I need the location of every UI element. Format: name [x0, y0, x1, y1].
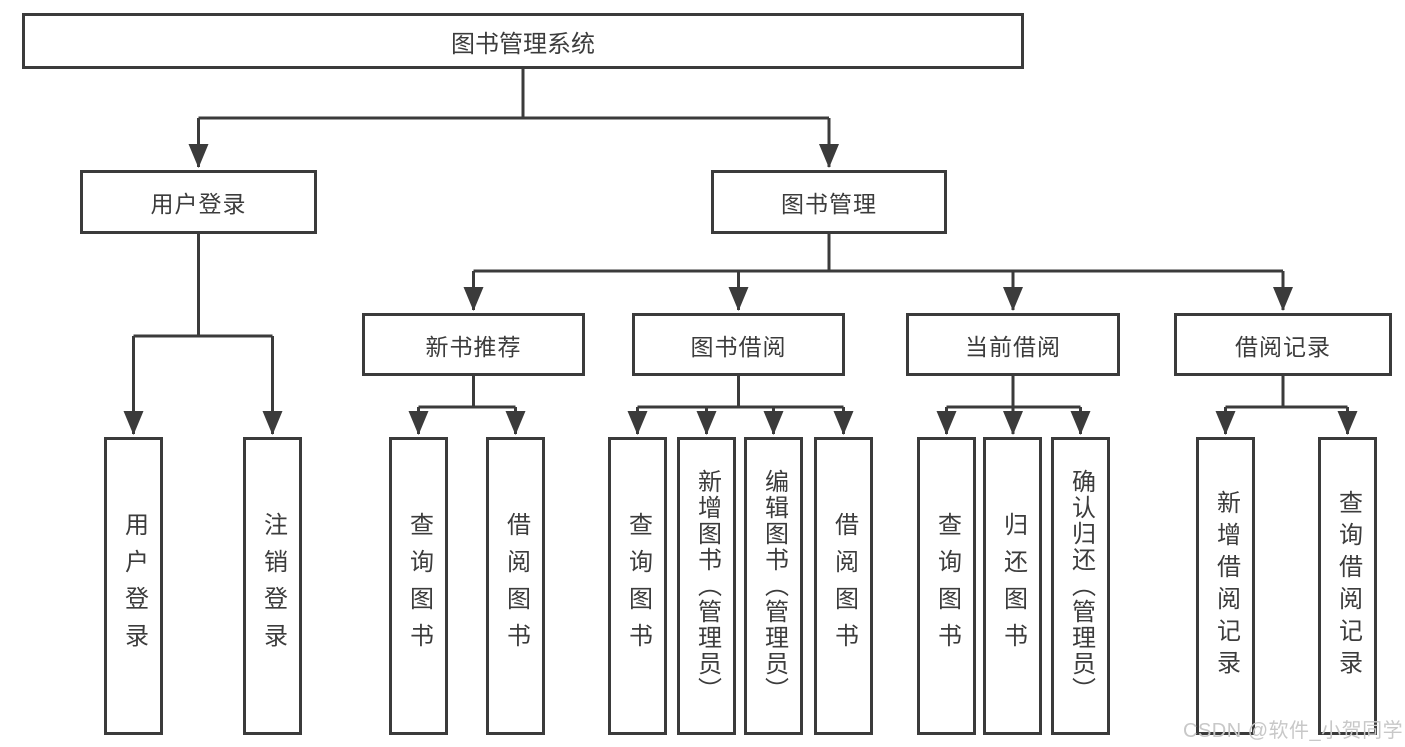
node-book-borrowing: 图书借阅 [632, 313, 845, 376]
leaf-edit-book-admin: 编辑图书（管理员） [744, 437, 803, 735]
node-label: 新书推荐 [425, 333, 522, 360]
node-current-borrowing: 当前借阅 [906, 313, 1120, 376]
node-user-login: 用户登录 [80, 170, 317, 234]
node-label: 借阅记录 [1235, 333, 1331, 360]
csdn-watermark: CSDN @软件_小贺同学 [1183, 720, 1404, 742]
leaf-logout: 注销登录 [243, 437, 302, 735]
leaf-borrow-books-borrowing: 借阅图书 [814, 437, 873, 735]
node-library-management-system: 图书管理系统 [22, 13, 1024, 69]
node-label: 查询图书 [624, 512, 652, 660]
leaf-add-book-admin: 新增图书（管理员） [677, 437, 736, 735]
edge-current-borrowing-children [936, 376, 1091, 435]
node-label: 图书管理系统 [451, 30, 595, 58]
leaf-return-book: 归还图书 [983, 437, 1042, 735]
node-label: 注销登录 [259, 512, 287, 660]
node-label: 新增借阅记录 [1212, 490, 1240, 682]
leaf-query-books-borrowing: 查询图书 [608, 437, 667, 735]
node-label: 当前借阅 [965, 333, 1061, 360]
leaf-confirm-return-admin: 确认归还（管理员） [1051, 437, 1110, 735]
node-label: 确认归还（管理员） [1067, 469, 1095, 703]
edge-user-login-children [123, 234, 283, 435]
node-label: 查询图书 [405, 512, 433, 660]
node-label: 用户登录 [120, 512, 148, 660]
node-label: 用户登录 [150, 191, 247, 217]
node-label: 归还图书 [999, 512, 1027, 660]
node-label: 查询图书 [933, 512, 961, 660]
leaf-query-books-recommend: 查询图书 [389, 437, 448, 735]
leaf-query-borrow-record: 查询借阅记录 [1318, 437, 1377, 735]
edge-book-management-children [463, 234, 1293, 311]
leaf-query-books-current: 查询图书 [917, 437, 976, 735]
node-label: 图书借阅 [690, 333, 787, 360]
node-book-management: 图书管理 [711, 170, 947, 234]
node-label: 借阅图书 [502, 512, 530, 660]
leaf-borrow-books-recommend: 借阅图书 [486, 437, 545, 735]
edge-root-to-level2 [188, 69, 839, 168]
node-new-book-recommendation: 新书推荐 [362, 313, 585, 376]
node-label: 查询借阅记录 [1334, 490, 1362, 682]
leaf-user-login: 用户登录 [104, 437, 163, 735]
node-label: 图书管理 [781, 191, 877, 217]
edge-new-book-recommendation-children [408, 376, 526, 435]
node-label: 新增图书（管理员） [693, 469, 721, 703]
node-label: 借阅图书 [830, 512, 858, 660]
node-label: 编辑图书（管理员） [760, 469, 788, 703]
edge-borrowing-records-children [1215, 376, 1358, 435]
edge-book-borrowing-children [627, 376, 854, 435]
leaf-add-borrow-record: 新增借阅记录 [1196, 437, 1255, 735]
node-borrowing-records: 借阅记录 [1174, 313, 1392, 376]
